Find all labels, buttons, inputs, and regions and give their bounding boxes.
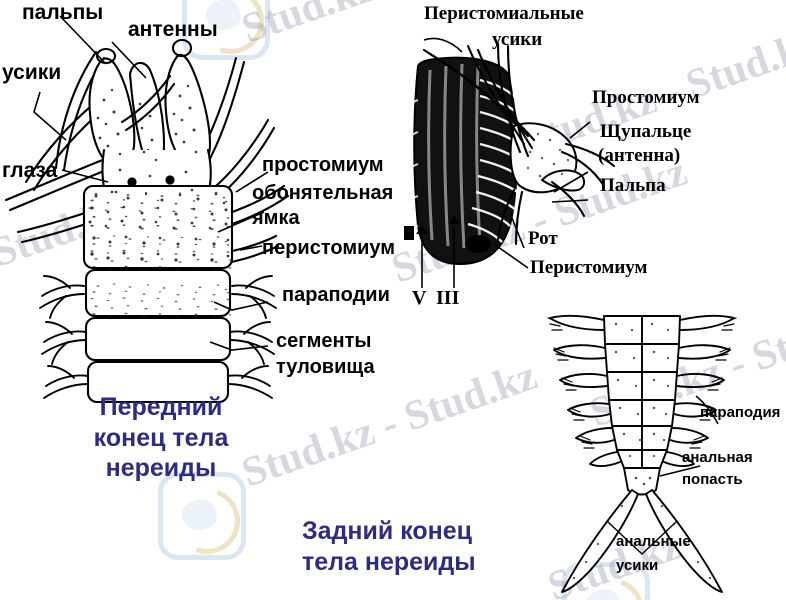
- label-trunk-segments-line1: сегменты: [276, 330, 372, 352]
- front-end-right-leader-lines: [209, 171, 269, 351]
- label-anal-cirri-line2: усики: [616, 557, 659, 574]
- label-peristomial-cirri-line2: усики: [492, 29, 543, 50]
- label-palp: Пальпа: [600, 175, 666, 196]
- label-tentacle-line2: (антенна): [598, 145, 681, 166]
- lateral-head-leader-lines: [404, 37, 591, 288]
- label-anal-cirri-line1: анальные: [616, 533, 691, 550]
- nereis-front-end-drawing: [4, 15, 290, 404]
- caption-front-end: Передний конец тела нереиды: [93, 393, 229, 482]
- label-trunk-segments-line2: туловища: [276, 356, 375, 378]
- label-eyes: глаза: [2, 159, 58, 182]
- label-anal-lobe-line1: анальная: [682, 449, 753, 466]
- label-prostomium: простомиум: [262, 154, 384, 176]
- label-cirri: усики: [2, 61, 62, 84]
- label-segment-marker-3: III: [436, 287, 460, 309]
- caption-rear-end: Задний конец тела нереиды: [302, 517, 476, 576]
- label-tentacle-line1: Щупальце: [600, 121, 692, 142]
- label-antennae: антенны: [128, 18, 218, 41]
- label-olfactory-pit-line2: ямка: [252, 207, 300, 229]
- label-peristomial-cirri-line1: Перистомиальные: [424, 3, 584, 24]
- label-parapodia: параподии: [282, 284, 390, 306]
- label-lateral-peristomium: Перистомиум: [530, 257, 648, 278]
- nereis-lateral-head-drawing: [405, 42, 616, 266]
- label-palps: пальпы: [22, 1, 104, 24]
- label-lateral-prostomium: Простомиум: [592, 87, 700, 108]
- label-rear-parapodium: параподия: [700, 404, 781, 421]
- label-olfactory-pit-line1: обонятельная: [252, 182, 394, 204]
- label-peristomium: перистомиум: [262, 237, 396, 259]
- label-anal-lobe-line2: попасть: [682, 471, 743, 488]
- label-mouth: Рот: [528, 228, 558, 249]
- label-segment-marker-5: V: [412, 287, 427, 309]
